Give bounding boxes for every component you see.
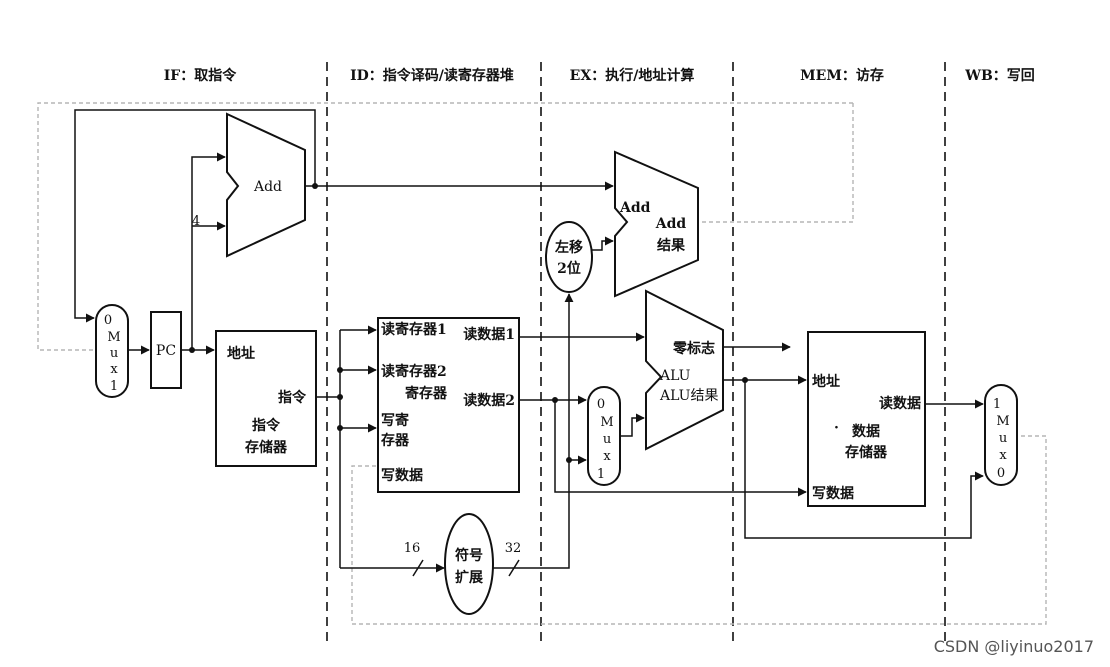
regfile-read-data1-label: 读数据1 xyxy=(463,326,515,343)
wire-shift-to-branch-adder xyxy=(592,236,614,251)
branch-adder-op-label: Add xyxy=(655,216,687,232)
wb-mux xyxy=(984,384,1018,486)
pc-mux-input1: 1 xyxy=(110,379,118,394)
sign-extend-unit xyxy=(444,513,494,615)
alu-mux-letter-u: u xyxy=(603,432,611,447)
const-four-label: 4 xyxy=(192,214,200,229)
junction-wr xyxy=(337,425,343,431)
shift-left-2-unit xyxy=(545,221,593,293)
pc-mux-input0: 0 xyxy=(104,313,112,328)
branch-adder-result-label: 结果 xyxy=(657,237,686,254)
regfile-write-data-label: 写数据 xyxy=(381,467,423,484)
alu xyxy=(645,289,724,451)
alu-result-label: ALU结果 xyxy=(659,388,718,404)
instruction-memory xyxy=(215,330,317,467)
pc-register xyxy=(150,311,182,389)
pc-label: PC xyxy=(156,343,176,359)
branch-adder xyxy=(614,150,699,298)
dmem-title-line1: 数据 xyxy=(852,423,880,440)
regfile-title: 寄存器 xyxy=(405,385,448,402)
pc-mux xyxy=(95,304,129,398)
wire-mux-to-alu xyxy=(620,413,645,437)
imem-addr-label: 地址 xyxy=(227,345,255,362)
branch-adder-in-label: Add xyxy=(619,200,651,216)
dmem-write-data-label: 写数据 xyxy=(812,485,854,502)
pc-mux-letter-u: u xyxy=(110,346,118,361)
wb-mux-input0: 0 xyxy=(997,466,1005,481)
dmem-addr-label: 地址 xyxy=(812,373,840,390)
wire-read-data2-to-dmem xyxy=(554,400,807,497)
alu-mux-input1: 1 xyxy=(597,467,605,482)
regfile-read-reg2-label: 读寄存器2 xyxy=(381,363,447,380)
register-file xyxy=(377,317,520,493)
sign-extend-line2: 扩展 xyxy=(455,569,483,586)
wb-mux-letter-u: u xyxy=(999,431,1007,446)
sign-extend-out-bits: 32 xyxy=(505,541,522,556)
regfile-read-data2-label: 读数据2 xyxy=(463,392,515,409)
wb-mux-input1: 1 xyxy=(993,397,1001,412)
shift-left-line2: 2位 xyxy=(557,260,581,277)
data-memory xyxy=(807,331,926,507)
junction-rr2 xyxy=(337,367,343,373)
stage-label-id: ID：指令译码/读寄存器堆 xyxy=(350,67,514,84)
regfile-write-reg-line2: 存器 xyxy=(381,432,410,449)
dmem-bullet: · xyxy=(834,420,839,436)
watermark: CSDN @liyinuo2017 xyxy=(934,637,1094,656)
pc-feedback-line xyxy=(37,102,853,351)
imem-title-line2: 存储器 xyxy=(245,439,288,456)
branch-feedback-line xyxy=(698,103,854,223)
writeback-feedback-line xyxy=(351,435,1047,625)
dmem-title-line2: 存储器 xyxy=(845,444,888,461)
alu-name-label: ALU xyxy=(659,368,691,384)
alu-mux-letter-x: x xyxy=(603,449,611,464)
sign-extend-line1: 符号 xyxy=(454,547,483,564)
wire-alu-result-to-wb-mux xyxy=(744,380,984,539)
wb-mux-letter-x: x xyxy=(999,448,1007,463)
wire-sign-extend-out xyxy=(493,460,570,569)
junction-pc xyxy=(189,347,195,353)
imem-instr-label: 指令 xyxy=(278,389,307,406)
stage-label-if: IF：取指令 xyxy=(164,67,237,84)
pc-mux-letter-x: x xyxy=(110,362,118,377)
stage-label-wb: WB：写回 xyxy=(964,68,1035,84)
junction-instr xyxy=(337,394,343,400)
if-adder xyxy=(226,112,306,258)
stage-label-ex: EX：执行/地址计算 xyxy=(570,67,695,84)
regfile-write-reg-line1: 写寄 xyxy=(381,412,409,429)
alu-zero-label: 零标志 xyxy=(672,340,715,357)
stage-label-mem: MEM：访存 xyxy=(800,67,884,84)
wb-mux-letter-m: M xyxy=(996,414,1009,429)
if-adder-label: Add xyxy=(253,179,282,195)
dmem-read-data-label: 读数据 xyxy=(879,395,921,412)
imem-title-line1: 指令 xyxy=(252,417,281,434)
pc-mux-letter-m: M xyxy=(107,330,120,345)
wire-pc-to-adder xyxy=(191,152,226,350)
alu-mux-letter-m: M xyxy=(600,415,613,430)
junction-imm xyxy=(566,457,572,463)
bus-slash-16 xyxy=(412,559,424,577)
regfile-read-reg1-label: 读寄存器1 xyxy=(381,321,447,338)
alu-mux-input0: 0 xyxy=(597,397,605,412)
bus-slash-32 xyxy=(508,559,520,577)
sign-extend-in-bits: 16 xyxy=(404,541,421,556)
shift-left-line1: 左移 xyxy=(554,239,583,256)
